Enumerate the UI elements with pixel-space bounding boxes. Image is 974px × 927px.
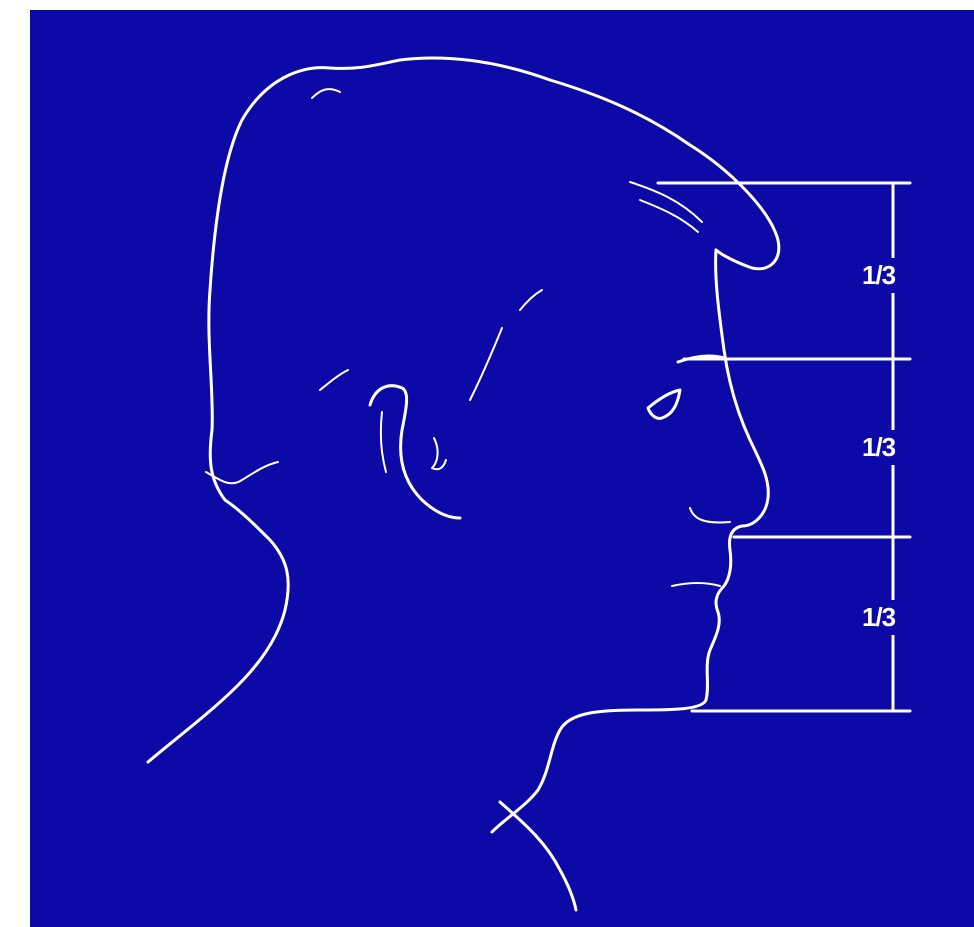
head-outline — [148, 58, 779, 762]
hair-wisp — [206, 462, 278, 483]
nostril-line — [690, 508, 730, 522]
diagram-panel: 1/3 1/3 1/3 — [30, 10, 974, 927]
hair-wisp — [640, 200, 698, 232]
hair-wisp — [470, 328, 502, 400]
upper-third-label: 1/3 — [862, 258, 895, 293]
hair-wisp — [312, 89, 340, 98]
eye — [648, 390, 680, 418]
ear-inner — [432, 438, 446, 469]
ear-outline — [370, 386, 460, 518]
ear-inner — [381, 412, 386, 472]
lip-line — [672, 583, 720, 586]
hair-wisp — [320, 370, 348, 390]
hair-wisp — [630, 182, 702, 222]
hair-wisp — [520, 290, 542, 310]
middle-third-label: 1/3 — [862, 430, 895, 465]
shoulder-line — [500, 802, 576, 910]
lower-third-label: 1/3 — [862, 600, 895, 635]
face-proportion-drawing — [30, 10, 974, 927]
face-profile — [492, 250, 768, 832]
